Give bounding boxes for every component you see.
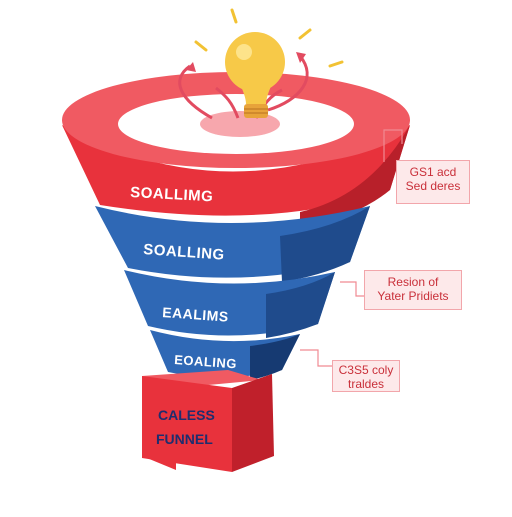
- curved-arrow-icon: [267, 55, 309, 112]
- base-label-line-1: CALESS: [158, 407, 215, 423]
- bulb-neck: [238, 80, 274, 104]
- sparkle-icon: [328, 60, 344, 68]
- callout-1: GS1 acd Sed deres: [396, 160, 470, 204]
- funnel-base-cube: CALESS FUNNEL: [142, 370, 274, 472]
- tier-2-side: [280, 206, 370, 282]
- funnel-tier-1: SOALLIMG: [62, 72, 410, 230]
- tier-3-label: EAALIMS: [162, 304, 229, 325]
- callout-1-leader: [383, 129, 403, 162]
- callout-3-line-2: traldes: [347, 377, 385, 391]
- curved-arrow-icon: [178, 64, 213, 120]
- tier-1-front: [62, 125, 410, 216]
- tier-3-side: [266, 272, 335, 338]
- tier-1-label: SOALLIMG: [130, 184, 214, 205]
- bulb-base: [244, 104, 268, 118]
- curved-arrow-icon: [186, 62, 196, 72]
- base-label-line-2: FUNNEL: [156, 431, 213, 447]
- curved-arrow-icon: [296, 52, 306, 63]
- curved-arrow-icon: [215, 86, 240, 119]
- bulb-highlight: [236, 44, 252, 60]
- tier-2-label: SOALLING: [143, 241, 225, 264]
- callout-1-line-2: Sed deres: [405, 179, 461, 193]
- funnel-tier-4: EOALING: [150, 330, 300, 380]
- callout-2: Resion of Yater Pridiets: [364, 270, 462, 310]
- callout-2-leader: [340, 281, 365, 297]
- lightbulb-icon: [178, 8, 344, 120]
- tier-1-side: [300, 125, 410, 230]
- base-side-face: [232, 374, 274, 472]
- callout-leaders: [300, 129, 403, 367]
- tier-4-side: [250, 334, 300, 380]
- callout-3: C3S5 coly traldes: [332, 360, 400, 392]
- base-front-panel: [142, 376, 232, 472]
- funnel-tier-2: SOALLING: [95, 206, 370, 282]
- sparkle-icon: [194, 40, 208, 52]
- sparkle-icon: [230, 8, 238, 24]
- funnel-tier-3: EAALIMS: [124, 270, 335, 338]
- tier-4-label: EOALING: [174, 352, 238, 371]
- callout-2-line-2: Yater Pridiets: [377, 289, 449, 303]
- callout-2-line-1: Resion of: [387, 275, 439, 289]
- callout-1-line-1: GS1 acd: [409, 165, 457, 179]
- callout-3-leader: [300, 349, 332, 367]
- callout-3-line-1: C3S5 coly: [338, 363, 394, 377]
- sparkle-icon: [298, 28, 312, 40]
